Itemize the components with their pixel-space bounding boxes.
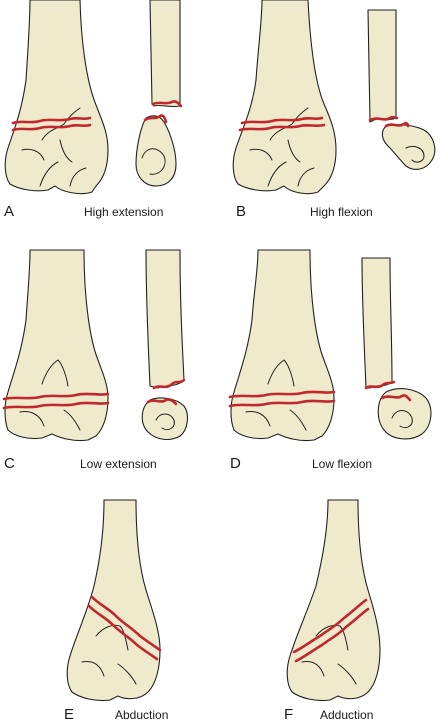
- panel-e-front-humerus: [66, 499, 161, 702]
- panel-d-illustration: [228, 249, 432, 442]
- panel-f-front-humerus: [286, 499, 381, 702]
- panel-a-illustration: [4, 0, 183, 195]
- panel-f-fracture-upper: [292, 598, 368, 654]
- panel-a-letter: A: [4, 203, 15, 220]
- panel-c-lateral-fracture-bottom: [146, 398, 178, 406]
- panel-e-letter: E: [64, 706, 75, 722]
- panel-a-lateral-shaft: [149, 0, 181, 108]
- panel-f-letter: F: [284, 706, 294, 722]
- panel-e-fracture-upper: [90, 595, 162, 652]
- panel-b-front-humerus: [232, 0, 337, 195]
- panel-b-illustration: [232, 0, 436, 195]
- panel-c-caption: Low extension: [80, 457, 157, 471]
- panel-b-fracture-lower: [238, 123, 326, 132]
- panel-d-fracture-upper: [228, 390, 336, 399]
- panel-f-illustration: [286, 499, 381, 702]
- panel-c-fracture-lower: [2, 401, 110, 410]
- panel-f-fracture-lower: [294, 607, 370, 663]
- panel-a-lateral-fracture-top: [151, 100, 183, 108]
- panel-b-lateral-shaft: [367, 9, 397, 123]
- panel-a-fracture-upper: [11, 116, 92, 125]
- panel-d-lateral-fracture-bottom: [380, 394, 412, 402]
- panel-c-illustration: [2, 249, 189, 442]
- panel-b-letter: B: [236, 203, 247, 220]
- panel-e-illustration: [66, 499, 162, 702]
- panel-a-caption: High extension: [84, 205, 164, 219]
- panel-c-lateral-shaft: [145, 249, 185, 389]
- panel-b-caption: High flexion: [310, 205, 373, 219]
- panel-a-front-humerus: [4, 0, 109, 195]
- panel-b-fracture-upper: [240, 116, 324, 125]
- panel-d-caption: Low flexion: [312, 457, 373, 471]
- panel-e-caption: Abduction: [115, 708, 169, 722]
- panel-d-letter: D: [230, 455, 241, 472]
- panel-f-caption: Adduction: [320, 708, 374, 722]
- panel-c-letter: C: [4, 455, 15, 472]
- panel-c-fracture-upper: [2, 392, 110, 401]
- panel-a-fracture-lower: [11, 123, 92, 132]
- panel-a-lateral-fracture-bottom: [143, 114, 168, 124]
- panel-d-fracture-lower: [228, 399, 336, 408]
- panel-d-lateral-fracture-top: [364, 380, 396, 390]
- panel-d-lateral-shaft: [361, 257, 393, 389]
- panel-c-lateral-fracture-top: [152, 378, 186, 390]
- panel-b-lateral-fracture-bottom: [384, 121, 410, 128]
- panel-e-fracture-lower: [87, 604, 159, 661]
- panel-a-lateral-condyle: [135, 115, 177, 187]
- panel-d-lateral-condyle: [377, 388, 432, 440]
- panel-b-lateral-fracture-top: [368, 115, 399, 122]
- panel-c-lateral-condyle: [141, 397, 189, 441]
